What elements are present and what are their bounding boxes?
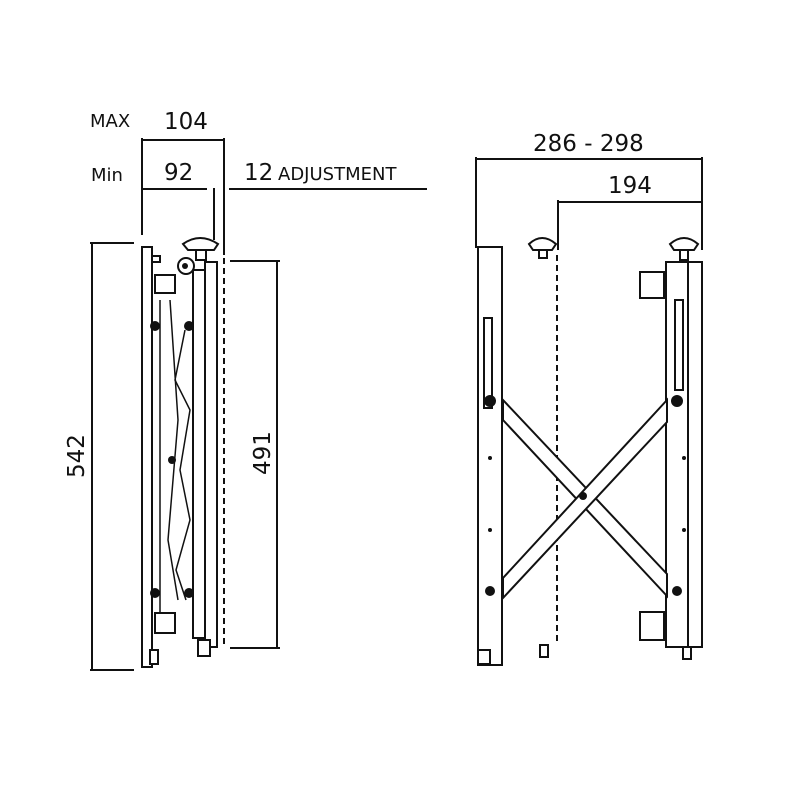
max-depth-value: 104 [164,109,208,135]
front-view-dimensions: 286 - 298 194 [475,131,703,250]
side-view-dimensions: MAX 104 Min 92 12 ADJUSTMENT 542 491 [64,109,427,671]
adjustment-value: 12 [244,160,273,186]
adjustment-knob-icon [527,237,558,251]
adjustment-label: ADJUSTMENT [278,164,397,185]
width-range-value: 286 - 298 [533,131,644,157]
front-view-mount [477,237,703,666]
adjustment-knob-icon [181,237,220,251]
adjustment-knob-icon [668,237,700,251]
side-view-mount [141,237,225,668]
min-depth-value: 92 [164,160,193,186]
width-inner-value: 194 [608,173,652,199]
height-491-value: 491 [250,431,276,475]
min-label: Min [91,165,123,186]
height-542-value: 542 [64,434,90,478]
max-label: MAX [90,111,130,132]
